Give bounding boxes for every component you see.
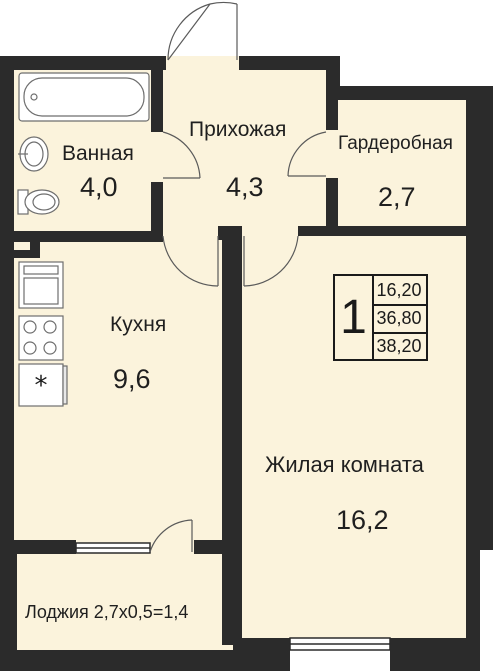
- door-entrance-arc-2: [209, 1, 238, 5]
- door-living-arc: [243, 235, 299, 287]
- wall-stub: [30, 231, 40, 257]
- badge-total-area: 36,80: [372, 304, 426, 334]
- floor-loggia: [14, 550, 233, 650]
- door-swings: [149, 1, 327, 553]
- wall-kitchen-living-cap: [218, 226, 242, 240]
- fridge-icon: *: [35, 371, 48, 401]
- door-kitchen-arc: [162, 235, 219, 287]
- wall-left: [0, 56, 14, 671]
- bathtub-inner: [23, 77, 145, 117]
- windows: [75, 542, 391, 651]
- room-name-wardrobe: Гардеробная: [338, 133, 453, 154]
- wall-loggia-top-right: [194, 540, 242, 554]
- floor-hall-doorway: [166, 56, 239, 68]
- badge-total-with-loggia: 38,20: [376, 336, 422, 356]
- room-name-kitchen: Кухня: [110, 313, 167, 336]
- door-bathroom-arc: [162, 131, 201, 179]
- burner-2: [43, 320, 57, 334]
- fridge-handle: [62, 365, 68, 405]
- fridge: [18, 363, 64, 407]
- wall-bathroom-right-upper: [151, 66, 163, 132]
- wall-top-middle: [239, 56, 340, 70]
- wall-wardrobe-left-upper: [326, 86, 338, 130]
- floor-wardrobe: [334, 100, 466, 231]
- wall-bottom-left: [0, 650, 240, 671]
- kitchen-sink-grill: [23, 265, 59, 275]
- floor-hallway: [154, 66, 334, 231]
- door-wardrobe-arc: [287, 131, 327, 177]
- walls: [0, 56, 493, 671]
- wall-bottom-right: [390, 638, 480, 671]
- badge-rooms-count: 1: [335, 276, 374, 359]
- room-area-hallway: 4,3: [226, 172, 264, 202]
- wall-right: [466, 86, 493, 550]
- wall-kitchen-living: [222, 226, 242, 645]
- badge-living-area: 16,20: [372, 276, 426, 306]
- room-name-loggia: Лоджия 2,7х0,5=1,4: [25, 602, 189, 622]
- room-area-wardrobe: 2,7: [378, 182, 416, 212]
- burner-3: [23, 341, 37, 355]
- room-area-bathroom: 4,0: [80, 172, 118, 202]
- kitchen-sink-bowl: [23, 277, 59, 305]
- bathtub-drain: [30, 93, 38, 101]
- fixtures: [17, 72, 150, 407]
- wall-loggia-top-left: [0, 540, 76, 554]
- wall-wardrobe-left-lower: [326, 178, 338, 236]
- room-area-living: 16,2: [336, 505, 389, 535]
- room-name-living: Жилая комната: [265, 452, 424, 477]
- burner-4: [43, 341, 57, 355]
- room-name-bathroom: Ванная: [62, 142, 134, 165]
- wall-bathroom-bottom: [0, 231, 163, 242]
- door-loggia-arc: [149, 519, 193, 553]
- room-name-hallway: Прихожая: [189, 118, 287, 141]
- wall-loggia-left: [0, 540, 17, 671]
- wall-stub-base: [0, 250, 40, 258]
- area-badge: 1 16,20 36,80 38,20: [333, 274, 428, 361]
- room-area-kitchen: 9,6: [113, 364, 151, 394]
- wall-top-right-step: [326, 86, 474, 100]
- door-entrance-arc: [167, 3, 211, 61]
- wall-top-left: [0, 56, 166, 70]
- wall-bottom-mid: [233, 638, 290, 671]
- door-entrance-leaf: [167, 3, 211, 61]
- burner-1: [23, 320, 37, 334]
- wall-hall-bottom-right: [298, 226, 466, 236]
- wall-bathroom-right-lower: [151, 182, 163, 242]
- toilet-seat: [32, 193, 56, 211]
